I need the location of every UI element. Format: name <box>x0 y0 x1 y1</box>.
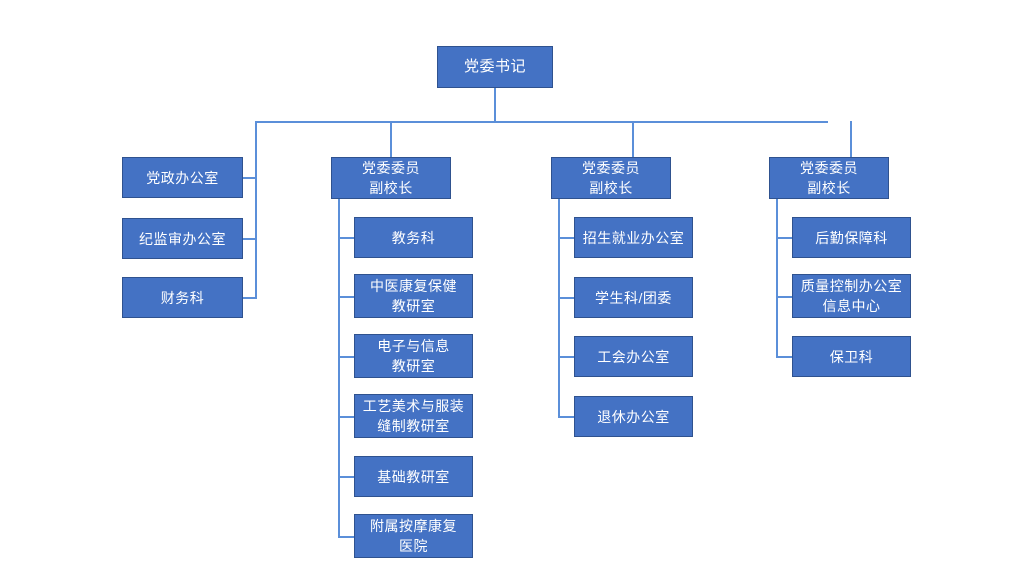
connector-col1-stub-3 <box>243 297 257 299</box>
connector-col2-stub-4 <box>338 416 354 418</box>
connector-col1-stub-2 <box>243 238 257 240</box>
node-col1-item-2[interactable]: 纪监审办公室 <box>122 218 243 259</box>
node-col4-item-2[interactable]: 质量控制办公室 信息中心 <box>792 274 911 318</box>
node-col3-item-2[interactable]: 学生科/团委 <box>574 277 693 318</box>
connector-col3-stub-2 <box>558 297 574 299</box>
node-root-party-secretary[interactable]: 党委书记 <box>437 46 553 88</box>
connector-col3-stub-1 <box>558 237 574 239</box>
connector-root-stem <box>494 88 496 122</box>
connector-col2-spine <box>338 199 340 538</box>
connector-drop-col2 <box>390 121 392 158</box>
connector-drop-col4 <box>850 121 852 158</box>
connector-col2-stub-5 <box>338 476 354 478</box>
node-col1-item-1[interactable]: 党政办公室 <box>122 157 243 198</box>
connector-col2-stub-6 <box>338 536 354 538</box>
connector-col4-stub-3 <box>776 356 792 358</box>
node-col4-item-1[interactable]: 后勤保障科 <box>792 217 911 258</box>
connector-col4-stub-2 <box>776 296 792 298</box>
connector-col4-spine <box>776 199 778 358</box>
connector-main-bus <box>255 121 828 123</box>
node-col2-item-6[interactable]: 附属按摩康复 医院 <box>354 514 473 558</box>
connector-col2-stub-2 <box>338 296 354 298</box>
node-col2-item-5[interactable]: 基础教研室 <box>354 456 473 497</box>
node-col2-item-1[interactable]: 教务科 <box>354 217 473 258</box>
node-col4-header[interactable]: 党委委员 副校长 <box>769 157 889 199</box>
node-col3-item-3[interactable]: 工会办公室 <box>574 336 693 377</box>
connector-col2-stub-1 <box>338 237 354 239</box>
node-col3-item-4[interactable]: 退休办公室 <box>574 396 693 437</box>
connector-col3-spine <box>558 199 560 418</box>
node-col4-item-3[interactable]: 保卫科 <box>792 336 911 377</box>
connector-col4-stub-1 <box>776 237 792 239</box>
connector-col3-stub-4 <box>558 416 574 418</box>
node-col2-item-2[interactable]: 中医康复保健 教研室 <box>354 274 473 318</box>
node-col2-item-3[interactable]: 电子与信息 教研室 <box>354 334 473 378</box>
connector-col2-stub-3 <box>338 356 354 358</box>
node-col1-item-3[interactable]: 财务科 <box>122 277 243 318</box>
connector-drop-col3 <box>632 121 634 158</box>
node-col2-item-4[interactable]: 工艺美术与服装 缝制教研室 <box>354 394 473 438</box>
connector-drop-col1 <box>255 121 257 299</box>
node-col3-header[interactable]: 党委委员 副校长 <box>551 157 671 199</box>
node-col2-header[interactable]: 党委委员 副校长 <box>331 157 451 199</box>
connector-col3-stub-3 <box>558 356 574 358</box>
connector-col1-stub-1 <box>243 177 257 179</box>
node-col3-item-1[interactable]: 招生就业办公室 <box>574 217 693 258</box>
